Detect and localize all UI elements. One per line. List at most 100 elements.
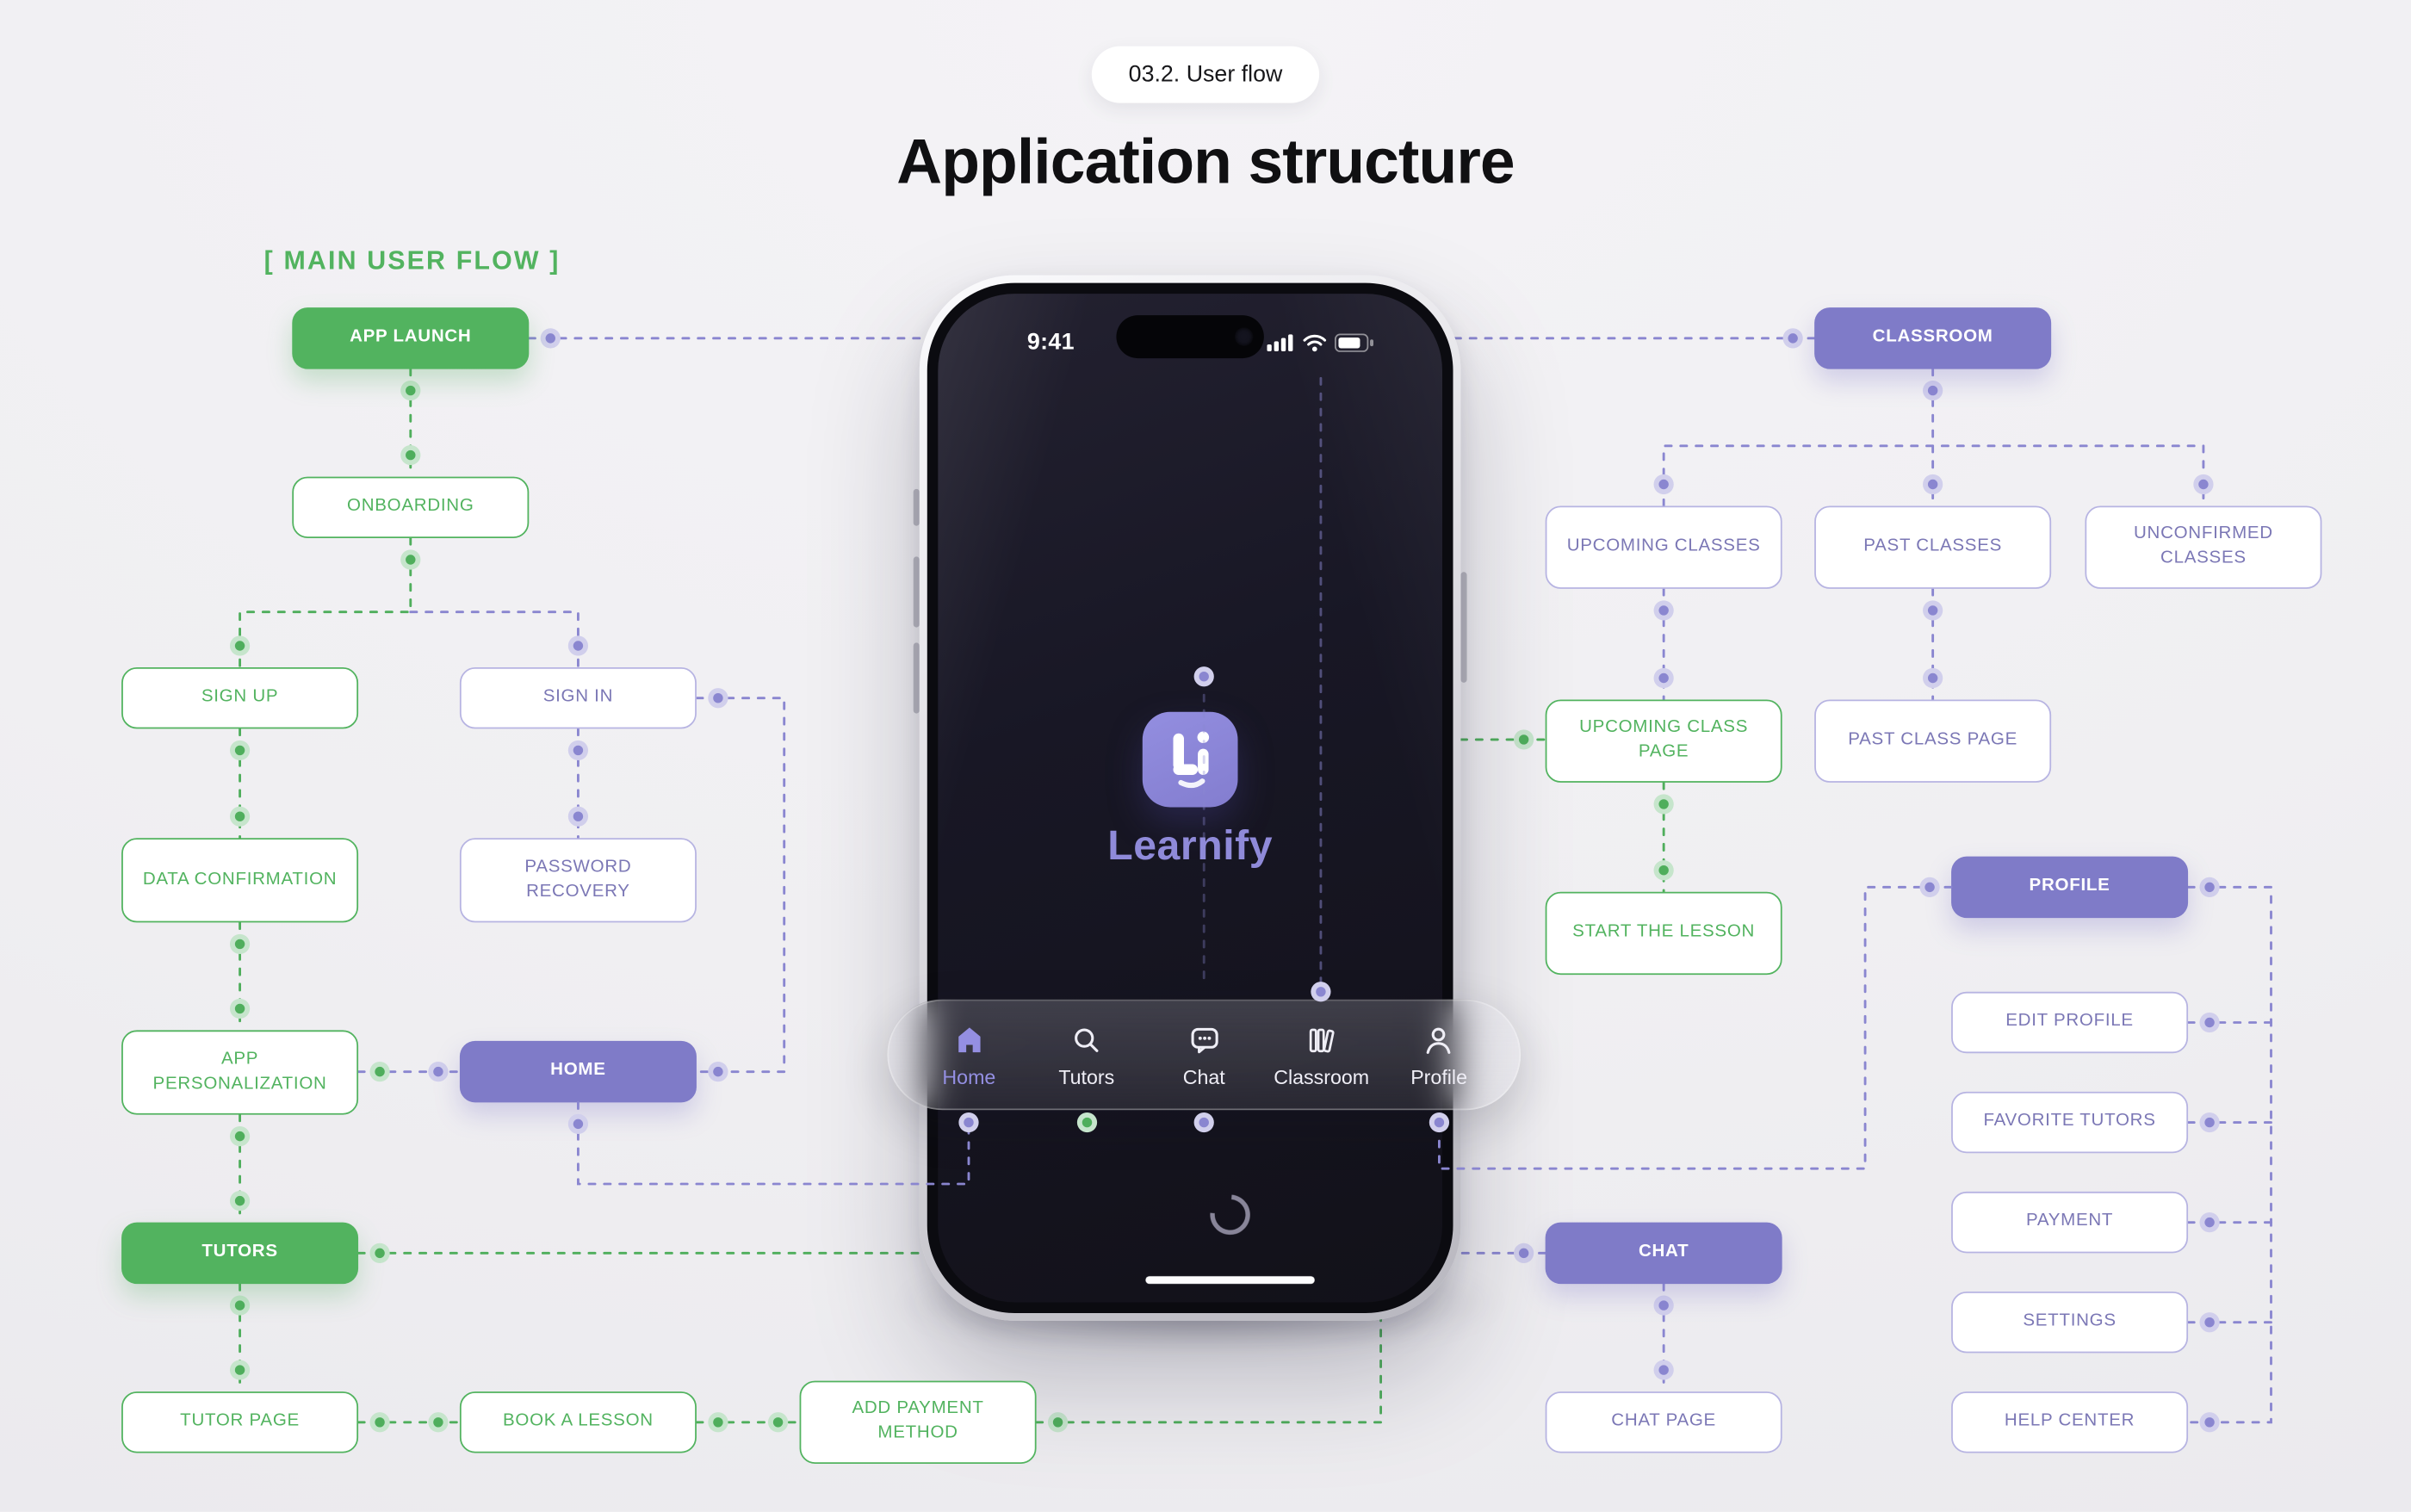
node-label: APP LAUNCH: [350, 327, 472, 347]
node-label: PAYMENT: [2025, 1211, 2114, 1230]
node-label: CLASSROOM: [1872, 327, 1993, 347]
nav-item-tutors: Tutors: [1028, 1001, 1145, 1108]
node-unconfirmed-classes: UNCONFIRMED CLASSES: [2085, 505, 2322, 589]
node-app-launch: APP LAUNCH: [292, 307, 530, 369]
node-tutors: TUTORS: [121, 1222, 359, 1285]
node-label: BOOK A LESSON: [503, 1411, 654, 1431]
connector-dot: [229, 933, 251, 955]
signal-icon: [1267, 334, 1293, 352]
home-indicator: [1145, 1276, 1315, 1285]
connector-dot: [2199, 877, 2220, 897]
connector-dot: [1653, 1295, 1674, 1316]
connector-dot: [567, 806, 589, 827]
learnify-mark-icon: [1173, 731, 1210, 789]
connector-dot: [767, 1412, 789, 1433]
node-label: FAVORITE TUTORS: [1983, 1112, 2156, 1131]
node-label: SETTINGS: [2023, 1311, 2117, 1331]
connector-dot: [567, 635, 589, 656]
connector-dot: [2199, 1412, 2220, 1433]
node-payment: PAYMENT: [1951, 1191, 2189, 1254]
node-data-confirmation: DATA CONFIRMATION: [121, 838, 359, 923]
home-icon: [958, 1026, 981, 1052]
dynamic-island: [1116, 315, 1264, 359]
nav-item-home: Home: [910, 1001, 1027, 1108]
connector-dot: [400, 380, 421, 401]
connector-dot: [1919, 877, 1940, 897]
connector-dot: [1782, 328, 1803, 349]
nav-item-chat: Chat: [1145, 1001, 1262, 1108]
node-label: TUTOR PAGE: [180, 1411, 300, 1431]
connector-dot: [229, 1295, 251, 1316]
connector-dot: [229, 1360, 251, 1380]
connector-dot: [1653, 667, 1674, 689]
phone-bezel: 9:41: [927, 282, 1453, 1313]
connector-dot: [369, 1242, 390, 1263]
phone-screen: 9:41: [938, 294, 1442, 1303]
node-settings: SETTINGS: [1951, 1291, 2189, 1354]
node-past-classes: PAST CLASSES: [1814, 505, 2052, 589]
connector-dot: [567, 740, 589, 761]
node-label: DATA CONFIRMATION: [142, 870, 338, 889]
connector-dot: [1047, 1412, 1069, 1433]
node-label: UPCOMING CLASSES: [1566, 536, 1761, 556]
brand-name: Learnify: [1107, 822, 1274, 869]
page-title: Application structure: [896, 126, 1515, 197]
connector-dot: [369, 1412, 390, 1433]
node-sign-in: SIGN IN: [459, 666, 697, 729]
node-upcoming-classes: UPCOMING CLASSES: [1545, 505, 1782, 589]
silent-switch: [913, 488, 920, 526]
nav-label: Tutors: [1058, 1064, 1115, 1088]
connector-dot: [1653, 600, 1674, 621]
node-label: CHAT: [1638, 1242, 1689, 1261]
node-label: PROFILE: [2029, 877, 2110, 895]
connector-dot: [1923, 474, 1943, 495]
connector-dot: [400, 549, 421, 570]
node-label: SIGN IN: [542, 687, 614, 707]
node-label: APP PERSONALIZATION: [152, 1050, 327, 1093]
node-label: TUTORS: [201, 1242, 278, 1261]
connector-dot: [2193, 474, 2214, 495]
connector-dot: [708, 1062, 728, 1082]
node-book-a-lesson: BOOK A LESSON: [459, 1391, 697, 1453]
node-start-the-lesson: START THE LESSON: [1545, 891, 1782, 976]
node-tutor-page: TUTOR PAGE: [121, 1391, 359, 1453]
connector-dot: [400, 444, 421, 466]
volume-up-button: [913, 556, 920, 628]
connector-dot: [1514, 729, 1534, 750]
connector-dot: [1923, 600, 1943, 621]
books-icon: [1309, 1027, 1335, 1052]
node-label: UPCOMING CLASS PAGE: [1579, 718, 1749, 761]
connector-dot: [229, 806, 251, 827]
power-button: [1460, 572, 1467, 683]
node-app-personalization: APP PERSONALIZATION: [121, 1030, 359, 1115]
connector-dot: [2199, 1112, 2220, 1133]
camera-dot: [1234, 327, 1254, 346]
node-sign-up: SIGN UP: [121, 666, 359, 729]
node-label: UNCONFIRMED CLASSES: [2133, 524, 2273, 567]
node-label: PASSWORD RECOVERY: [524, 858, 632, 901]
connector-dot: [708, 1412, 728, 1433]
node-upcoming-class-page: UPCOMING CLASS PAGE: [1545, 699, 1782, 783]
status-icons: [1267, 333, 1374, 352]
node-label: HOME: [550, 1061, 606, 1080]
nav-label: Home: [942, 1064, 996, 1088]
phone-mockup: 9:41: [919, 275, 1461, 1321]
node-classroom: CLASSROOM: [1814, 307, 2052, 369]
node-label: PAST CLASS PAGE: [1848, 730, 2018, 750]
wifi-icon: [1303, 334, 1327, 352]
node-edit-profile: EDIT PROFILE: [1951, 991, 2189, 1054]
node-label: ADD PAYMENT METHOD: [852, 1399, 984, 1442]
connector-dot: [2199, 1312, 2220, 1333]
node-label: CHAT PAGE: [1611, 1411, 1716, 1431]
node-help-center: HELP CENTER: [1951, 1391, 2189, 1453]
connector-dot: [567, 1113, 589, 1134]
learnify-logo: [1142, 711, 1238, 808]
node-past-class-page: PAST CLASS PAGE: [1814, 699, 2052, 783]
connector-dot: [1923, 667, 1943, 689]
node-home: HOME: [459, 1040, 697, 1103]
connector-dot: [1653, 1360, 1674, 1380]
node-add-payment-method: ADD PAYMENT METHOD: [799, 1380, 1037, 1464]
nav-item-classroom: Classroom: [1262, 1001, 1379, 1108]
nav-label: Chat: [1182, 1064, 1225, 1088]
node-label: START THE LESSON: [1572, 922, 1756, 942]
